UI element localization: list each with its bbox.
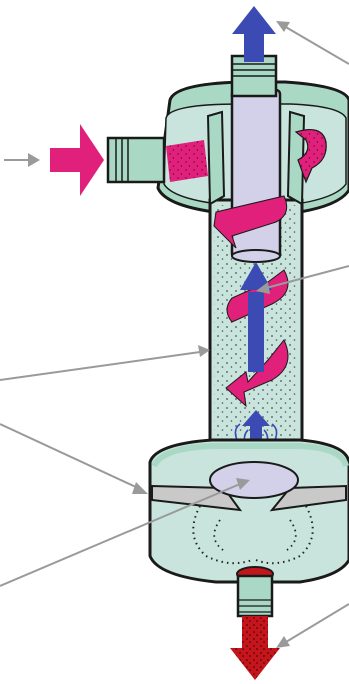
core-arrow-up: [240, 262, 272, 290]
inlet-flow: [166, 140, 208, 182]
separator-disc: [209, 461, 299, 499]
top-outlet: [230, 6, 278, 98]
core-flow: [234, 262, 278, 447]
baffle-callout: [0, 423, 148, 494]
head-swirl-right: [294, 129, 327, 184]
inner-tube-callout: [256, 265, 349, 294]
top-outlet-callout: [276, 21, 349, 65]
lower-chamber-rim: [151, 443, 349, 468]
arrow-right-icon: [50, 124, 104, 196]
leader-lines: [0, 21, 349, 648]
side-inlet: [50, 124, 208, 196]
arrow-up-icon: [232, 6, 276, 62]
lower-chamber-shell: [148, 438, 349, 584]
side-inlet-pipe: [106, 136, 166, 184]
inner-tube-bottom: [231, 249, 281, 263]
spiral-band-3: [225, 339, 289, 408]
bottom-drain: [230, 566, 280, 680]
right-baffle: [269, 484, 347, 512]
drain-callout: [276, 603, 349, 648]
spiral-band-1: [213, 195, 288, 249]
drain-pipe: [236, 574, 274, 618]
disc-callout: [0, 478, 250, 587]
outer-wall-callout: [0, 345, 210, 381]
left-baffle: [151, 484, 243, 512]
arrow-down-icon: [230, 616, 280, 680]
core-arrow-lower: [242, 410, 270, 442]
left-vane: [206, 110, 226, 206]
inlet-callout-arrow: [4, 153, 40, 167]
lower-chamber: [148, 438, 349, 584]
